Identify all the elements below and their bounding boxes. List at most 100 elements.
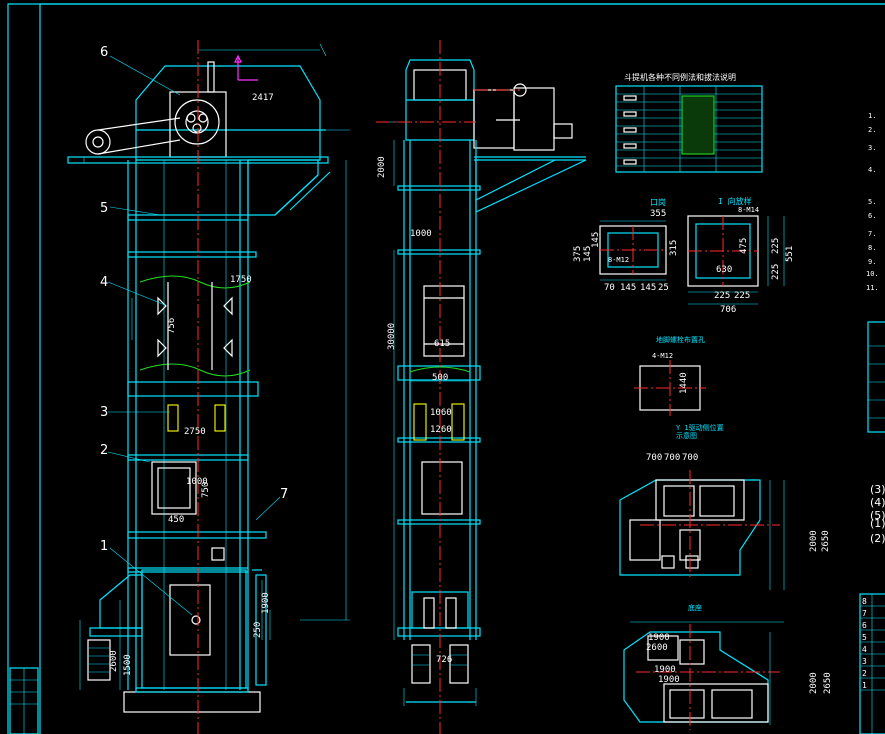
side-elevation-view: [67, 40, 350, 734]
part-number-1: 1: [100, 539, 108, 554]
dim-2000-top: 2000: [809, 530, 819, 552]
note-6: 6.: [868, 212, 876, 220]
dim-225-d: 225: [734, 291, 750, 301]
part-number-labels: 6 5 4 3 2 1 7: [100, 45, 288, 554]
dim-25: 25: [658, 283, 669, 293]
plan-view-drive-position: Y 1驱动侧位置 示意图 700 700 700 2000 2650: [619, 423, 831, 590]
parts-list-table: 8 7 6 5 4 3 2 1: [859, 593, 885, 734]
spec-ref-1: (1): [870, 517, 885, 530]
dim-225-a: 225: [771, 238, 781, 254]
inlet-title: I 向放样: [718, 196, 752, 206]
part-number-2: 2: [100, 443, 108, 458]
dim-700-c: 700: [682, 453, 698, 463]
dim-1060: 1060: [430, 408, 452, 418]
bolt-8-m12: 8-M12: [608, 256, 629, 264]
dim-1260: 1260: [430, 425, 452, 435]
dim-355: 355: [650, 209, 666, 219]
front-view-dimensions: 2000 1000 30000 615 500 1060 1260 726: [377, 156, 452, 665]
note-3: 3.: [868, 144, 876, 152]
parts-row-7: 7: [862, 609, 867, 618]
dim-1000: 1000: [186, 477, 208, 487]
dim-250: 250: [253, 622, 263, 638]
front-elevation-view: [376, 40, 587, 734]
dim-30000: 30000: [387, 323, 397, 350]
dim-2000-bottom: 2000: [809, 672, 819, 694]
dim-2650-bottom: 2650: [823, 672, 833, 694]
dim-1900-c: 1900: [658, 675, 680, 685]
dim-700-a: 700: [646, 453, 662, 463]
table-title: 斗提机各种不同例法和拔法说明: [624, 72, 736, 82]
spec-ref-2: (2): [870, 532, 885, 545]
plan-top-subtitle: 示意图: [676, 431, 697, 440]
note-9: 9.: [868, 258, 876, 266]
dim-630: 630: [716, 265, 732, 275]
inlet-flange-detail: I 向放样 8-M14 475 630 225 225 551 225 225 …: [687, 196, 795, 315]
plan-view-base: 底座 1900 2600 1900 1900 2000 2650: [623, 603, 833, 730]
dim-450: 450: [168, 515, 184, 525]
base-bolt-detail: 地脚螺栓布置孔 4-M12 1440: [634, 335, 706, 416]
part-number-4: 4: [100, 275, 108, 290]
plan-bottom-title: 底座: [688, 603, 702, 612]
dim-2417: 2417: [252, 93, 274, 103]
parts-row-8: 8: [862, 597, 867, 606]
dim-2650-top: 2650: [821, 530, 831, 552]
dim-145-c: 145: [620, 283, 636, 293]
note-11: 11.: [866, 284, 879, 292]
part-number-7: 7: [280, 487, 288, 502]
dim-315: 315: [669, 240, 679, 256]
outlet-flange-detail: 口岗 355 8-M12 375 145 145 315 70 145 145 …: [573, 198, 679, 293]
dim-700-b: 700: [664, 453, 680, 463]
dim-750: 750: [201, 482, 211, 498]
part-number-3: 3: [100, 405, 108, 420]
note-4: 4.: [868, 166, 876, 174]
dim-500: 500: [432, 373, 448, 383]
dim-225-b: 225: [771, 264, 781, 280]
dim-726: 726: [436, 655, 452, 665]
note-10: 10.: [866, 270, 879, 278]
dim-2000: 2000: [377, 156, 387, 178]
note-2: 2.: [868, 126, 876, 134]
part-number-6: 6: [100, 45, 108, 60]
dim-1900-a: 1900: [648, 633, 670, 643]
dim-1000-front: 1000: [410, 229, 432, 239]
parts-row-4: 4: [862, 645, 867, 654]
dim-1900: 1900: [261, 592, 271, 614]
outlet-title: 口岗: [650, 198, 666, 207]
spec-ref-5: (5): [870, 509, 885, 522]
spec-ref-3: (3): [870, 483, 885, 496]
drawing-frame: [7, 3, 885, 734]
note-8: 8.: [868, 244, 876, 252]
bolt-8-m14: 8-M14: [738, 206, 759, 214]
dim-70: 70: [604, 283, 615, 293]
bolt-4-m12: 4-M12: [652, 352, 673, 360]
note-7: 7.: [868, 230, 876, 238]
dim-1900-b: 1900: [654, 665, 676, 675]
right-spec-table: (3) (4) (5) (1) (2): [867, 321, 885, 545]
parts-row-5: 5: [862, 633, 867, 642]
plan-top-title: Y 1驱动侧位置: [676, 423, 724, 432]
side-view-dimensions: 2417 1750 756 2750 1000 750 450 1900 250…: [109, 93, 274, 676]
part-number-5: 5: [100, 201, 108, 216]
dim-225-c: 225: [714, 291, 730, 301]
dim-615: 615: [434, 339, 450, 349]
dim-2600-plan: 2600: [646, 643, 668, 653]
dim-1500: 1500: [123, 654, 133, 676]
note-5: 5.: [868, 198, 876, 206]
note-1: 1.: [868, 112, 876, 120]
dim-475: 475: [739, 238, 749, 254]
base-bolt-title: 地脚螺栓布置孔: [656, 335, 705, 344]
dim-1440: 1440: [679, 372, 689, 394]
parts-row-1: 1: [862, 681, 867, 690]
dim-375: 375: [573, 246, 583, 262]
dim-2750: 2750: [184, 427, 206, 437]
dim-2600: 2600: [109, 650, 119, 672]
dim-145-a: 145: [583, 246, 593, 262]
dim-551: 551: [785, 246, 795, 262]
description-table: 斗提机各种不同例法和拔法说明: [615, 72, 763, 173]
dim-1750: 1750: [230, 275, 252, 285]
technical-notes: 1. 2. 3. 4. 5. 6. 7. 8. 9. 10. 11.: [866, 112, 879, 292]
spec-ref-4: (4): [870, 496, 885, 509]
parts-row-6: 6: [862, 621, 867, 630]
dim-706: 706: [720, 305, 736, 315]
